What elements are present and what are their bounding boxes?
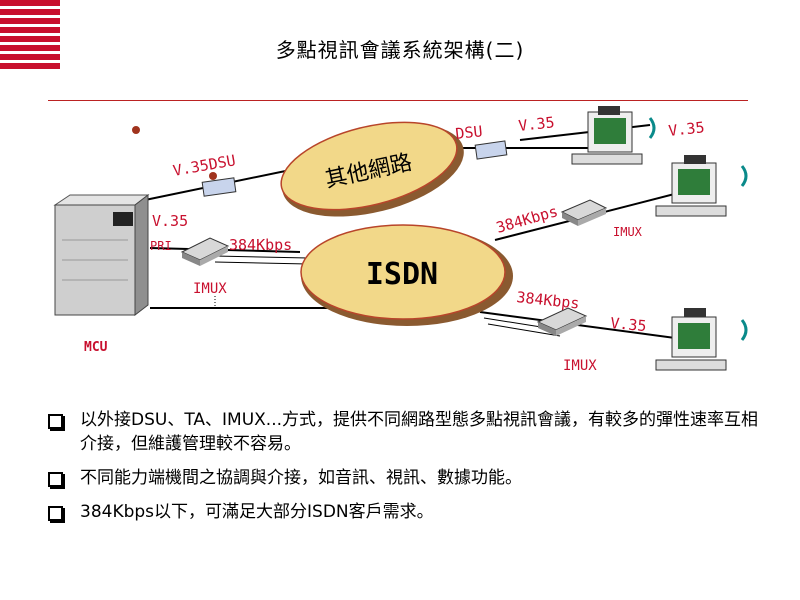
bullet-item: 384Kbps以下，可滿足大部分ISDN客戶需求。	[48, 500, 768, 524]
cloud-other-networks: 其他網路	[280, 121, 464, 217]
label-384kbps-bottom: 384Kbps	[516, 288, 581, 313]
user-icon-top-left	[132, 126, 140, 134]
bullet-list: 以外接DSU、TA、IMUX...方式，提供不同網路型態多點視訊會議，有較多的彈…	[48, 408, 768, 534]
label-v35dsu-left: V.35DSU	[172, 151, 237, 180]
bullet-item: 不同能力端機間之協調與介接，如音訊、視訊、數據功能。	[48, 466, 768, 490]
terminal-top	[571, 106, 656, 165]
mcu-device	[53, 193, 150, 317]
bullet-text: 384Kbps以下，可滿足大部分ISDN客戶需求。	[80, 502, 434, 522]
svg-text:ISDN: ISDN	[366, 257, 438, 292]
imux-box-bottom	[536, 307, 588, 336]
user-icon-dsu	[209, 172, 217, 180]
network-diagram: 其他網路 ISDN MCU	[53, 106, 748, 374]
bullet-item: 以外接DSU、TA、IMUX...方式，提供不同網路型態多點視訊會議，有較多的彈…	[48, 408, 768, 456]
label-imux-bottom: IMUX	[563, 358, 597, 374]
label-384kbps-mcu: 384Kbps	[229, 236, 292, 254]
label-v35-mcu: V.35	[152, 212, 188, 230]
page-title: 多點視訊會議系統架構(二)	[275, 38, 525, 62]
checkbox-bullet-icon	[48, 414, 63, 429]
bullet-text: 以外接DSU、TA、IMUX...方式，提供不同網路型態多點視訊會議，有較多的彈…	[80, 410, 758, 454]
checkbox-bullet-icon	[48, 472, 63, 487]
terminal-middle	[655, 155, 748, 217]
label-v35-top-2: V.35	[668, 118, 706, 140]
terminal-bottom	[655, 308, 748, 371]
checkbox-bullet-icon	[48, 506, 63, 521]
label-dsu-right: DSU	[455, 122, 484, 143]
label-v35-bottom: V.35	[610, 314, 648, 335]
logo-stripes	[0, 0, 60, 72]
label-pri: PRI	[150, 239, 172, 253]
label-imux-mcu: IMUX	[193, 281, 227, 297]
label-v35-top-1: V.35	[518, 113, 556, 135]
bullet-text: 不同能力端機間之協調與介接，如音訊、視訊、數據功能。	[80, 468, 522, 488]
isdn-channel-lines	[214, 255, 561, 337]
cloud-isdn: ISDN	[300, 224, 513, 326]
mcu-label: MCU	[84, 340, 108, 355]
title-divider	[48, 100, 748, 101]
imux-box-mid	[560, 199, 608, 226]
imux-box-mcu	[180, 237, 230, 266]
dsu-box-right	[474, 140, 508, 160]
label-imux-mid: IMUX	[613, 225, 643, 239]
dsu-box-left	[201, 177, 237, 197]
